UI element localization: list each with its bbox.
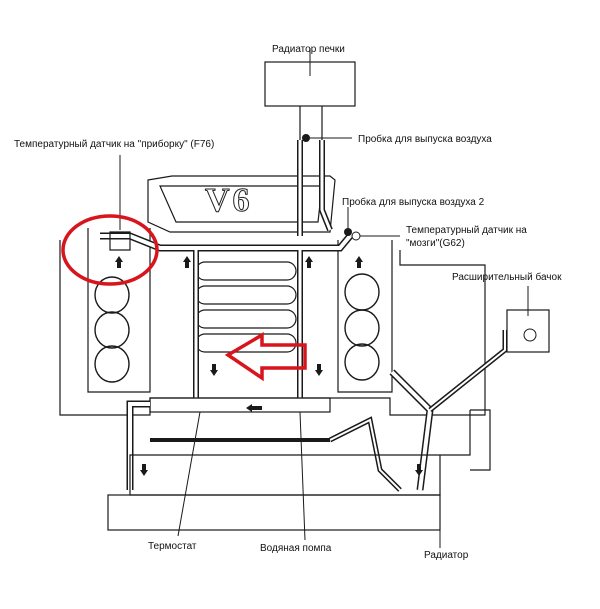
valve-cover (147, 175, 336, 233)
label-water-pump: Водяная помпа (260, 543, 332, 554)
valve-cover-inner (159, 185, 323, 223)
label-expansion-tank: Расширительный бачок (452, 272, 562, 283)
label-temp-sensor-dash: Температурный датчик на "приборку" (F76) (14, 139, 215, 150)
expansion-tank-body (506, 309, 550, 353)
radiator-frame (129, 410, 471, 496)
engine-block-outline (59, 240, 486, 416)
radiator-hose-left (126, 400, 150, 490)
thermostat-leader (177, 411, 201, 537)
radiator-body (107, 494, 441, 531)
label-temp-sensor-ecu-line2: "мозги"(G62) (406, 238, 465, 249)
cylinder-bores (94, 273, 380, 383)
engine-left-head (87, 228, 151, 393)
engine-badge: V6 (205, 182, 253, 220)
radiator-side-tank (470, 409, 491, 471)
engine-right-head (337, 240, 393, 393)
bleed-plug-2 (344, 228, 352, 236)
temp-sensor-ecu (351, 231, 361, 241)
label-radiator: Радиатор (424, 550, 469, 561)
expansion-hose-inner (429, 330, 506, 411)
expansion-tank-cap (523, 328, 537, 342)
heater-hose-right-inner (320, 140, 332, 231)
label-bleed-plug-1: Пробка для выпуска воздуха (358, 134, 492, 145)
water-pump-leader (299, 411, 306, 541)
bottom-coolant-pipe (149, 397, 331, 413)
temp-sensor-dash (109, 231, 131, 251)
highlight-arrow (224, 331, 307, 382)
label-thermostat: Термостат (148, 541, 197, 552)
label-bleed-plug-2: Пробка для выпуска воздуха 2 (342, 197, 485, 208)
flow-arrows (115, 256, 423, 476)
intake-runners (195, 261, 297, 353)
label-temp-sensor-ecu-line1: Температурный датчик на (406, 225, 527, 236)
heater-radiator-outlet (299, 106, 323, 140)
highlight-circle (61, 214, 159, 286)
expansion-return-hose-inner (329, 418, 401, 491)
label-heater-radiator: Радиатор печки (272, 44, 345, 55)
crossover-pipe-inner (100, 234, 352, 250)
expansion-hose (428, 330, 508, 412)
